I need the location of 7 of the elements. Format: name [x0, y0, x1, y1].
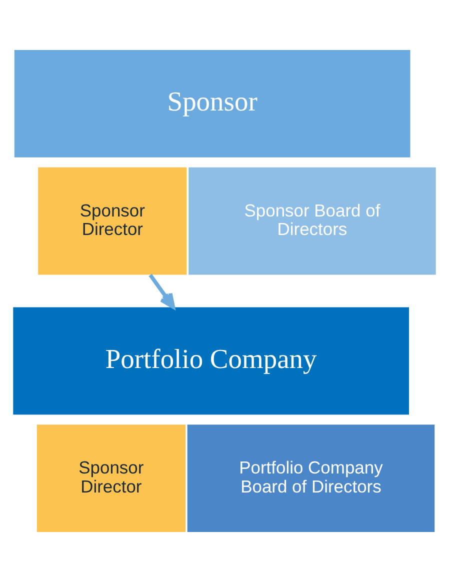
node-box: Sponsor Director	[36, 424, 186, 532]
node-box: Portfolio Company Board of Directors	[187, 424, 435, 532]
node-box: Sponsor Director	[38, 166, 187, 274]
node-box: Sponsor	[14, 50, 410, 157]
node-box: Sponsor Board of Directors	[188, 166, 436, 274]
arrow	[148, 273, 176, 308]
node-box: Portfolio Company	[13, 306, 409, 414]
